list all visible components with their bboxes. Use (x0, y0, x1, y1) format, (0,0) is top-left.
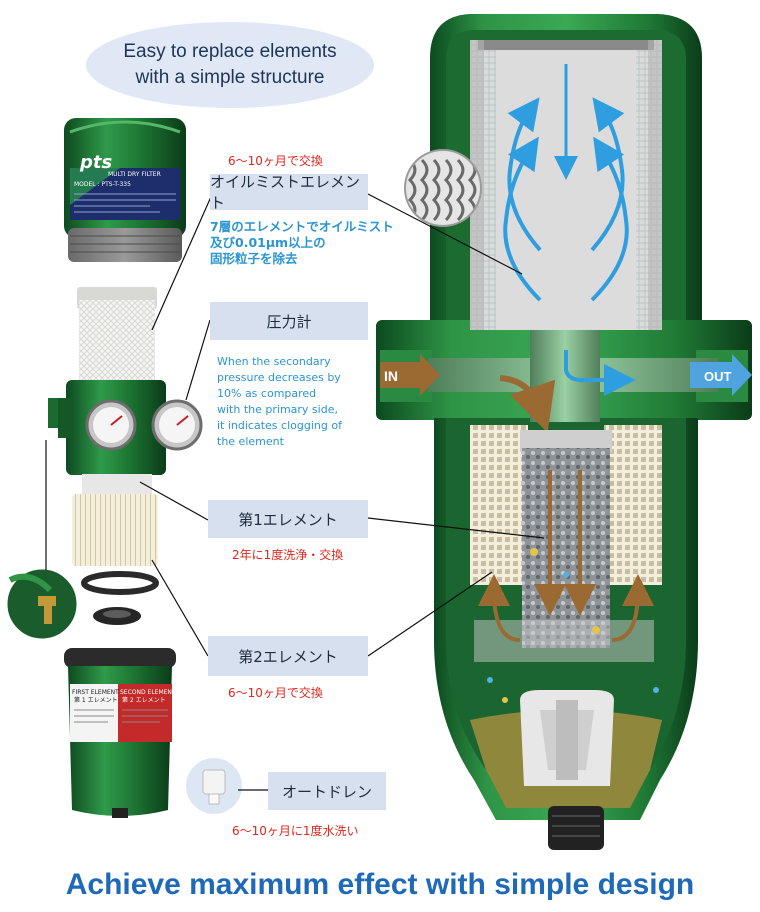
first-element-interval: 2年に1度洗浄・交換 (232, 548, 344, 562)
auto-drain-label: オートドレン (268, 772, 386, 810)
bowl-label-left-sub: 第 1 エレメント (74, 696, 118, 704)
pressure-desc-line-1: When the secondary (217, 355, 331, 368)
oil-mist-desc-line-3: 固形粒子を除去 (210, 251, 298, 266)
footer-title: Achieve maximum effect with simple desig… (65, 868, 695, 901)
inlet-arrow (380, 354, 440, 396)
pressure-gauge-desc: When the secondary pressure decreases by… (217, 354, 377, 450)
cap-text: MULTI DRY FILTER (108, 171, 161, 178)
second-element-part (72, 474, 158, 566)
cutaway-auto-drain (520, 690, 614, 786)
second-element-interval: 6〜10ヶ月で交換 (228, 686, 323, 700)
second-element-label: 第2エレメント (208, 636, 368, 676)
cutaway-head-passages: IN OUT (380, 330, 752, 433)
oil-mist-interval: 6〜10ヶ月で交換 (228, 154, 323, 168)
pressure-desc-line-5: it indicates clogging of (217, 419, 342, 432)
oil-mist-element-part (77, 287, 157, 385)
auto-drain-interval: 6〜10ヶ月に1度水洗い (232, 824, 359, 838)
bowl-label-right: SECOND ELEMENT (120, 689, 176, 696)
headline-line-1: Easy to replace elements (123, 41, 337, 62)
drain-valve-inset (4, 566, 80, 642)
pressure-desc-line-6: the element (217, 435, 284, 448)
first-element-label: 第1エレメント (208, 500, 368, 538)
pressure-desc-line-3: 10% as compared (217, 387, 317, 400)
headline-bubble: Easy to replace elements with a simple s… (86, 22, 374, 108)
bowl-label-right-sub: 第 2 エレメント (122, 696, 166, 704)
model-text: MODEL : PTS-T-335 (74, 181, 131, 188)
oil-mist-desc: 7層のエレメントでオイルミスト 及び0.01μm以上の 固形粒子を除去 (210, 219, 394, 267)
pressure-desc-line-4: with the primary side, (217, 403, 338, 416)
filter-bowl: FIRST ELEMENT 第 1 エレメント SECOND ELEMENT 第… (64, 648, 176, 818)
bowl-label-left: FIRST ELEMENT (72, 689, 119, 696)
headline-line-2: with a simple structure (135, 67, 325, 88)
pressure-desc-line-2: pressure decreases by (217, 371, 341, 384)
outlet-arrow (690, 354, 752, 396)
oil-mist-label: オイルミストエレメント (210, 173, 368, 212)
oil-mist-desc-line-2: 及び0.01μm以上の (210, 235, 326, 250)
cutaway-first-element (470, 425, 662, 703)
media-magnifier (404, 149, 482, 227)
leader-lines (45, 189, 545, 791)
oil-mist-desc-line-1: 7層のエレメントでオイルミスト (210, 219, 394, 234)
filter-body (48, 380, 203, 475)
in-label: IN (384, 368, 398, 384)
brand-logo: pts (79, 152, 112, 173)
out-label: OUT (704, 369, 732, 384)
pressure-gauge-label: 圧力計 (210, 302, 368, 340)
o-rings (81, 571, 159, 625)
filter-cap: pts MULTI DRY FILTER MODEL : PTS-T-335 (64, 118, 186, 262)
auto-drain-part (186, 758, 242, 814)
cutaway-oil-mist-element (470, 40, 662, 330)
